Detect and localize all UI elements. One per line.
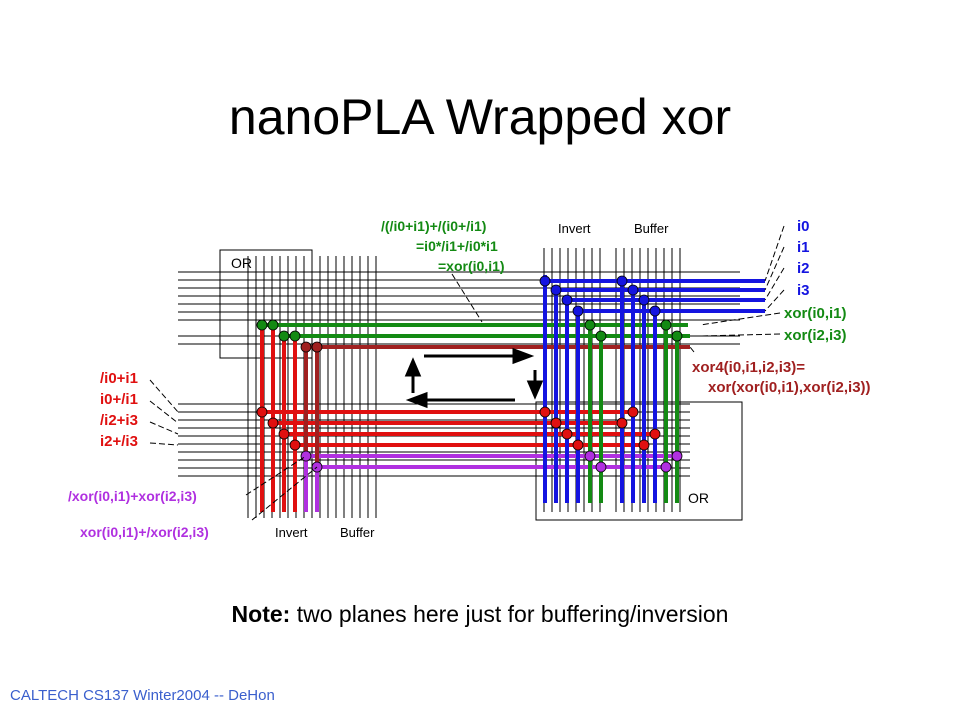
blue-dots [539, 275, 661, 317]
red-dots [256, 406, 661, 451]
purple-vertical-traces [304, 455, 319, 512]
xor4-expr-line-2: xor(xor(i0,i1),xor(i2,i3)) [708, 379, 871, 396]
input-label-i3: i3 [797, 282, 810, 299]
green-xor-expression: /(/i0+i1)+/(i0+/i1) =i0*/i1+/i0*i1 =xor(… [381, 218, 505, 274]
footer-course-label: CALTECH CS137 Winter2004 -- DeHon [10, 687, 275, 704]
or-block-top [219, 249, 313, 359]
red-term-3: /i2+i3 [100, 412, 138, 429]
input-label-i1: i1 [797, 239, 810, 256]
xor-output-labels: xor(i0,i1) xor(i2,i3) [784, 305, 847, 344]
or-block-bottom [535, 401, 743, 521]
purple-dots [300, 450, 683, 473]
invert-label-top: Invert [558, 221, 591, 236]
darkred-dots [300, 341, 323, 353]
green-expr-line-3: =xor(i0,i1) [438, 258, 505, 274]
or-label-top: OR [231, 255, 252, 271]
green-dots [256, 319, 683, 342]
invert-label-bottom: Invert [275, 525, 308, 540]
green-expr-line-1: /(/i0+i1)+/(i0+/i1) [381, 218, 486, 234]
green-expr-line-2: =i0*/i1+/i0*i1 [416, 238, 498, 254]
note-body: two planes here just for buffering/inver… [290, 601, 729, 627]
blue-input-traces [545, 279, 765, 313]
xor4-expression: xor4(i0,i1,i2,i3)= xor(xor(i0,i1),xor(i2… [692, 359, 871, 396]
red-term-4: i2+/i3 [100, 433, 138, 450]
xor4-expr-line-1: xor4(i0,i1,i2,i3)= [692, 359, 805, 376]
buffer-label-bottom: Buffer [340, 525, 375, 540]
slide-title: nanoPLA Wrapped xor [228, 89, 732, 145]
or-label-bottom: OR [688, 490, 709, 506]
note-bold-label: Note: [231, 601, 291, 627]
red-term-1: /i0+i1 [100, 370, 138, 387]
flow-arrows [404, 347, 544, 409]
red-term-labels: /i0+i1 i0+/i1 /i2+i3 i2+/i3 [100, 370, 138, 450]
purple-term-2: xor(i0,i1)+/xor(i2,i3) [80, 524, 209, 540]
input-label-i0: i0 [797, 218, 810, 235]
red-vertical-traces [260, 325, 297, 512]
note-text: Note: two planes here just for buffering… [0, 601, 960, 628]
red-term-2: i0+/i1 [100, 391, 138, 408]
purple-term-1: /xor(i0,i1)+xor(i2,i3) [68, 488, 197, 504]
xor-output-i0-i1: xor(i0,i1) [784, 305, 847, 322]
purple-term-labels: /xor(i0,i1)+xor(i2,i3) xor(i0,i1)+/xor(i… [68, 488, 209, 540]
leader-lines [149, 225, 785, 521]
input-label-i2: i2 [797, 260, 810, 277]
green-vertical-traces [588, 325, 679, 503]
blue-vertical-traces [543, 275, 657, 503]
buffer-label-top: Buffer [634, 221, 669, 236]
darkred-vertical-traces [304, 347, 319, 466]
input-labels: i0 i1 i2 i3 [797, 218, 810, 299]
xor-output-i2-i3: xor(i2,i3) [784, 327, 847, 344]
